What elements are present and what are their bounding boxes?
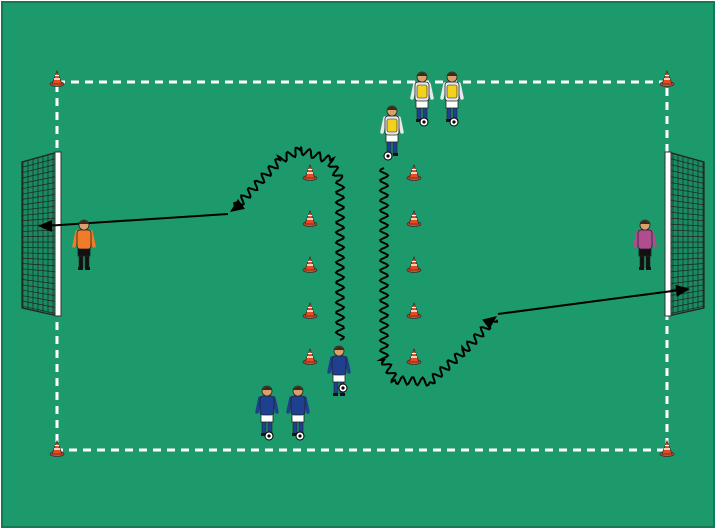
football-icon	[384, 152, 392, 160]
football-icon	[296, 432, 304, 440]
football-icon	[265, 432, 273, 440]
football-icon	[339, 384, 347, 392]
goal-post	[55, 152, 61, 316]
left-goal	[22, 152, 61, 316]
football-icon	[450, 118, 458, 126]
football-icon	[420, 118, 428, 126]
